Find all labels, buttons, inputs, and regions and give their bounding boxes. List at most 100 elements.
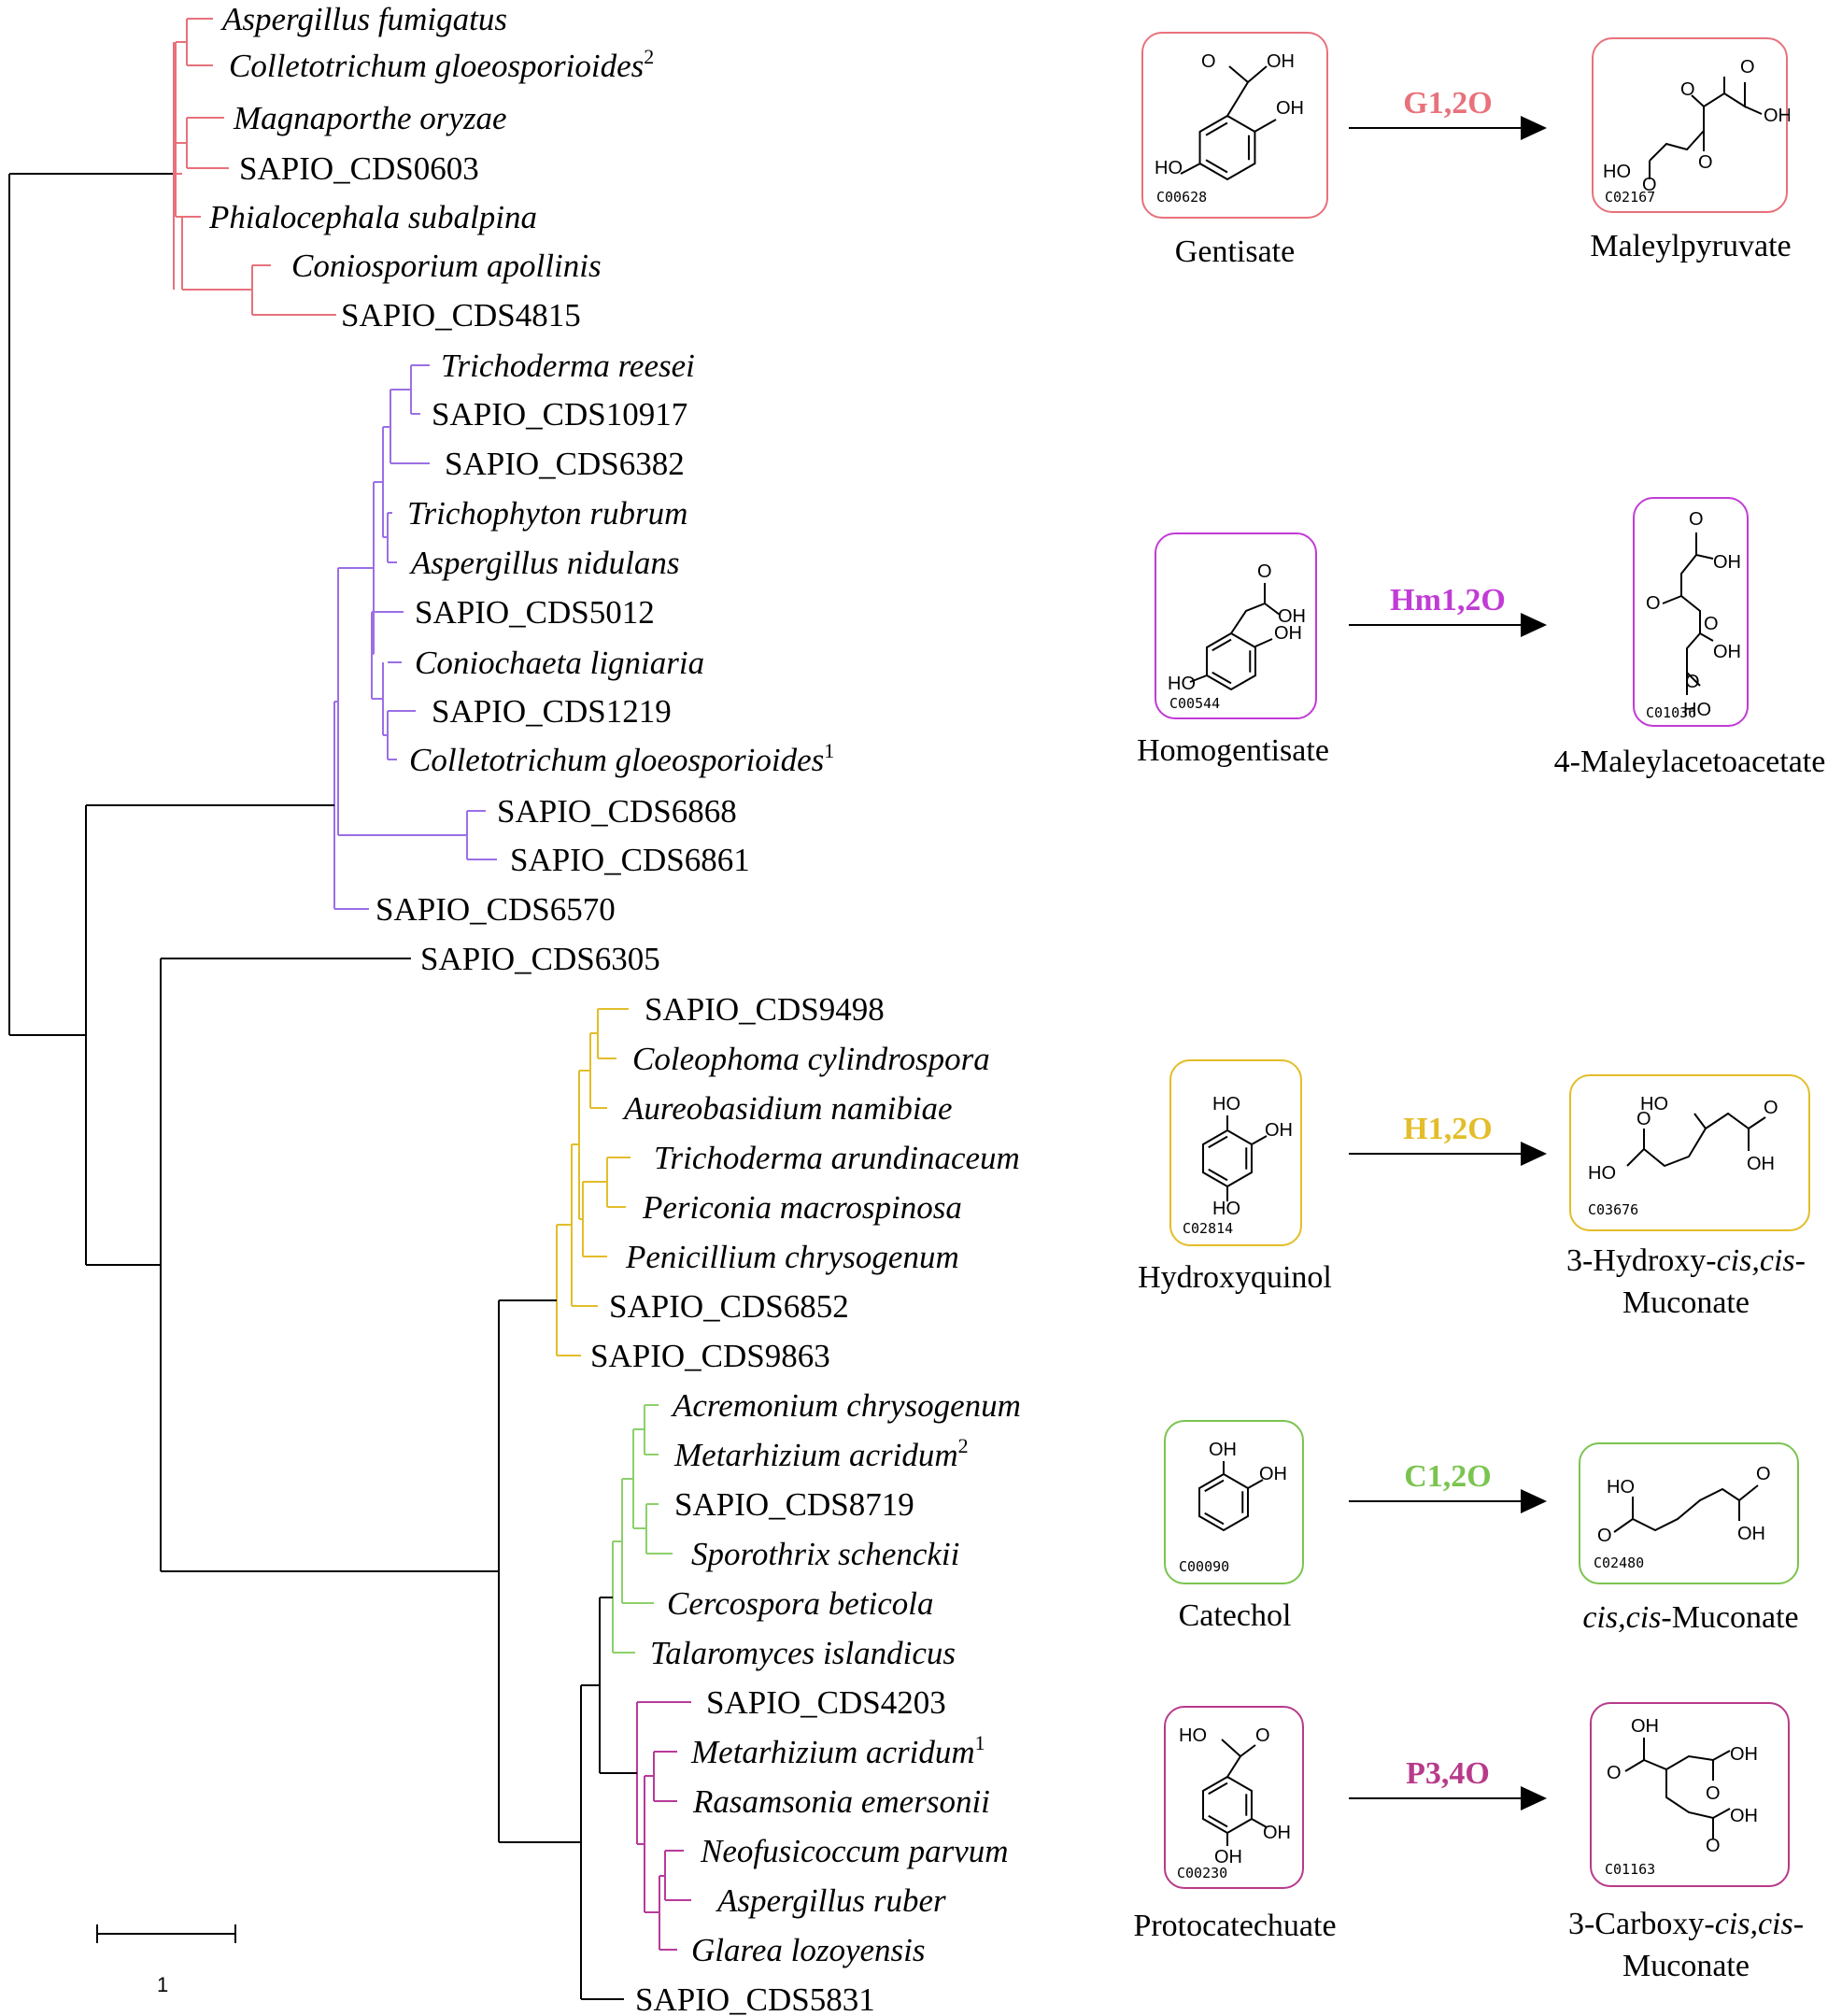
atom-label: HO bbox=[1212, 1094, 1240, 1114]
atom-label: HO bbox=[1683, 700, 1711, 720]
tree-leaf-label: SAPIO_CDS6570 bbox=[375, 891, 616, 928]
atom-label: OH bbox=[1730, 1806, 1758, 1826]
atom-label: O bbox=[1764, 1098, 1778, 1118]
tree-leaf-label: Colletotrichum gloeosporioides2 bbox=[229, 45, 654, 84]
tree-leaf-label: Neofusicoccum parvum bbox=[700, 1833, 1009, 1869]
atom-label: O bbox=[1597, 1526, 1612, 1546]
tree-leaf-label: Aspergillus nidulans bbox=[409, 545, 679, 581]
atom-label: OH bbox=[1730, 1744, 1758, 1765]
tree-leaf-label: Colletotrichum gloeosporioides1 bbox=[409, 739, 834, 778]
structure-drawing: O OH OH HO bbox=[1155, 51, 1304, 181]
tree-leaf-label: SAPIO_CDS5012 bbox=[415, 594, 655, 631]
kegg-compound-id: C00230 bbox=[1177, 1865, 1228, 1881]
tree-leaf-label: Magnaporthe oryzae bbox=[233, 100, 507, 136]
enzyme-label: C1,2O bbox=[1404, 1459, 1492, 1494]
atom-label: O bbox=[1201, 51, 1216, 72]
enzyme-label: P3,4O bbox=[1406, 1756, 1490, 1791]
arrow-head-icon bbox=[1521, 1786, 1547, 1810]
scale-bar-label: 1 bbox=[157, 1973, 169, 1996]
atom-label: OH bbox=[1267, 51, 1295, 72]
kegg-compound-id: C00628 bbox=[1156, 189, 1208, 206]
tree-leaf-label: Aspergillus ruber bbox=[716, 1882, 946, 1919]
atom-label: OH bbox=[1631, 1716, 1659, 1737]
kegg-compound-id: C02814 bbox=[1183, 1220, 1234, 1237]
product-name-maleylacetoacetate: 4-Maleylacetoacetate bbox=[1553, 745, 1826, 779]
tree-leaf-label: Periconia macrospinosa bbox=[642, 1189, 962, 1226]
tree-leaf-label: Glarea lozoyensis bbox=[691, 1932, 926, 1968]
scale-bar bbox=[96, 1924, 236, 1943]
atom-label: OH bbox=[1214, 1847, 1242, 1867]
tree-leaf-label: Metarhizium acridum2 bbox=[673, 1434, 969, 1473]
kegg-compound-id: C02480 bbox=[1594, 1555, 1645, 1571]
tree-leaf-label: Trichophyton rubrum bbox=[407, 495, 687, 532]
substrate-name-catechol: Catechol bbox=[1178, 1598, 1292, 1633]
tree-leaf-label: Coniochaeta ligniaria bbox=[415, 645, 704, 681]
tree-leaf-label: Talaromyces islandicus bbox=[650, 1635, 956, 1671]
atom-label: O bbox=[1255, 1725, 1270, 1746]
atom-label: O bbox=[1698, 152, 1713, 173]
tree-leaf-label: SAPIO_CDS6382 bbox=[445, 446, 685, 482]
atom-label: O bbox=[1680, 79, 1695, 100]
product-name-carboxy-muconate: 3-Carboxy-cis,cis-Muconate bbox=[1567, 1907, 1805, 1983]
enzyme-label: G1,2O bbox=[1403, 86, 1493, 121]
tree-leaf-label: SAPIO_CDS6305 bbox=[420, 941, 660, 977]
atom-label: OH bbox=[1737, 1524, 1765, 1544]
atom-label: OH bbox=[1209, 1440, 1237, 1460]
kegg-compound-id: C01163 bbox=[1605, 1861, 1656, 1878]
atom-label: O bbox=[1740, 57, 1755, 78]
atom-label: HO bbox=[1155, 158, 1183, 178]
atom-label: OH bbox=[1764, 106, 1790, 126]
tree-leaf-label: Aureobasidium namibiae bbox=[622, 1090, 953, 1127]
tree-leaf-label: Coleophoma cylindrospora bbox=[632, 1041, 990, 1077]
atom-label: OH bbox=[1747, 1154, 1775, 1174]
tree-leaf-label: SAPIO_CDS5831 bbox=[635, 1981, 875, 2016]
kegg-compound-id: C03676 bbox=[1588, 1201, 1639, 1218]
atom-label: OH bbox=[1263, 1823, 1291, 1843]
tree-leaf-label: SAPIO_CDS10917 bbox=[432, 396, 687, 433]
arrow-head-icon bbox=[1521, 1489, 1547, 1513]
enzyme-label: Hm1,2O bbox=[1390, 583, 1506, 618]
enzyme-label: H1,2O bbox=[1403, 1112, 1493, 1146]
kegg-compound-id: C01036 bbox=[1646, 704, 1697, 721]
structure-drawing: HO O OH OH bbox=[1179, 1725, 1291, 1867]
reaction-arrow bbox=[1349, 624, 1521, 626]
kegg-compound-id: C00090 bbox=[1179, 1558, 1230, 1575]
tree-leaf-label: SAPIO_CDS4203 bbox=[706, 1684, 946, 1721]
product-name-hydroxy-muconate: 3-Hydroxy-cis,cis-Muconate bbox=[1566, 1243, 1806, 1320]
tree-leaf-label: Coniosporium apollinis bbox=[291, 248, 602, 284]
atom-label: O bbox=[1689, 509, 1704, 530]
tree-leaf-label: SAPIO_CDS6861 bbox=[510, 842, 750, 878]
atom-label: OH bbox=[1713, 552, 1741, 573]
atom-label: OH bbox=[1276, 98, 1304, 119]
atom-label: O bbox=[1706, 1783, 1721, 1804]
tree-leaf-label: SAPIO_CDS8719 bbox=[674, 1486, 914, 1523]
atom-label: O bbox=[1607, 1763, 1622, 1783]
atom-label: HO bbox=[1179, 1725, 1207, 1746]
reaction-arrow bbox=[1349, 1500, 1521, 1502]
atom-label: OH bbox=[1278, 606, 1306, 627]
atom-label: HO bbox=[1588, 1163, 1616, 1184]
substrate-name-gentisate: Gentisate bbox=[1174, 234, 1296, 269]
reaction-arrow bbox=[1349, 1153, 1521, 1155]
reaction-arrow bbox=[1349, 1797, 1521, 1799]
tree-leaf-label: Aspergillus fumigatus bbox=[220, 1, 507, 37]
atom-label: OH bbox=[1713, 642, 1741, 662]
atom-label: O bbox=[1642, 175, 1657, 195]
tree-leaf-label: Penicillium chrysogenum bbox=[625, 1239, 959, 1275]
tree-leaf-label: Trichoderma reesei bbox=[441, 348, 695, 384]
product-name-muconate: cis,cis-Muconate bbox=[1582, 1600, 1799, 1635]
tree-leaf-label: SAPIO_CDS9863 bbox=[590, 1338, 830, 1374]
